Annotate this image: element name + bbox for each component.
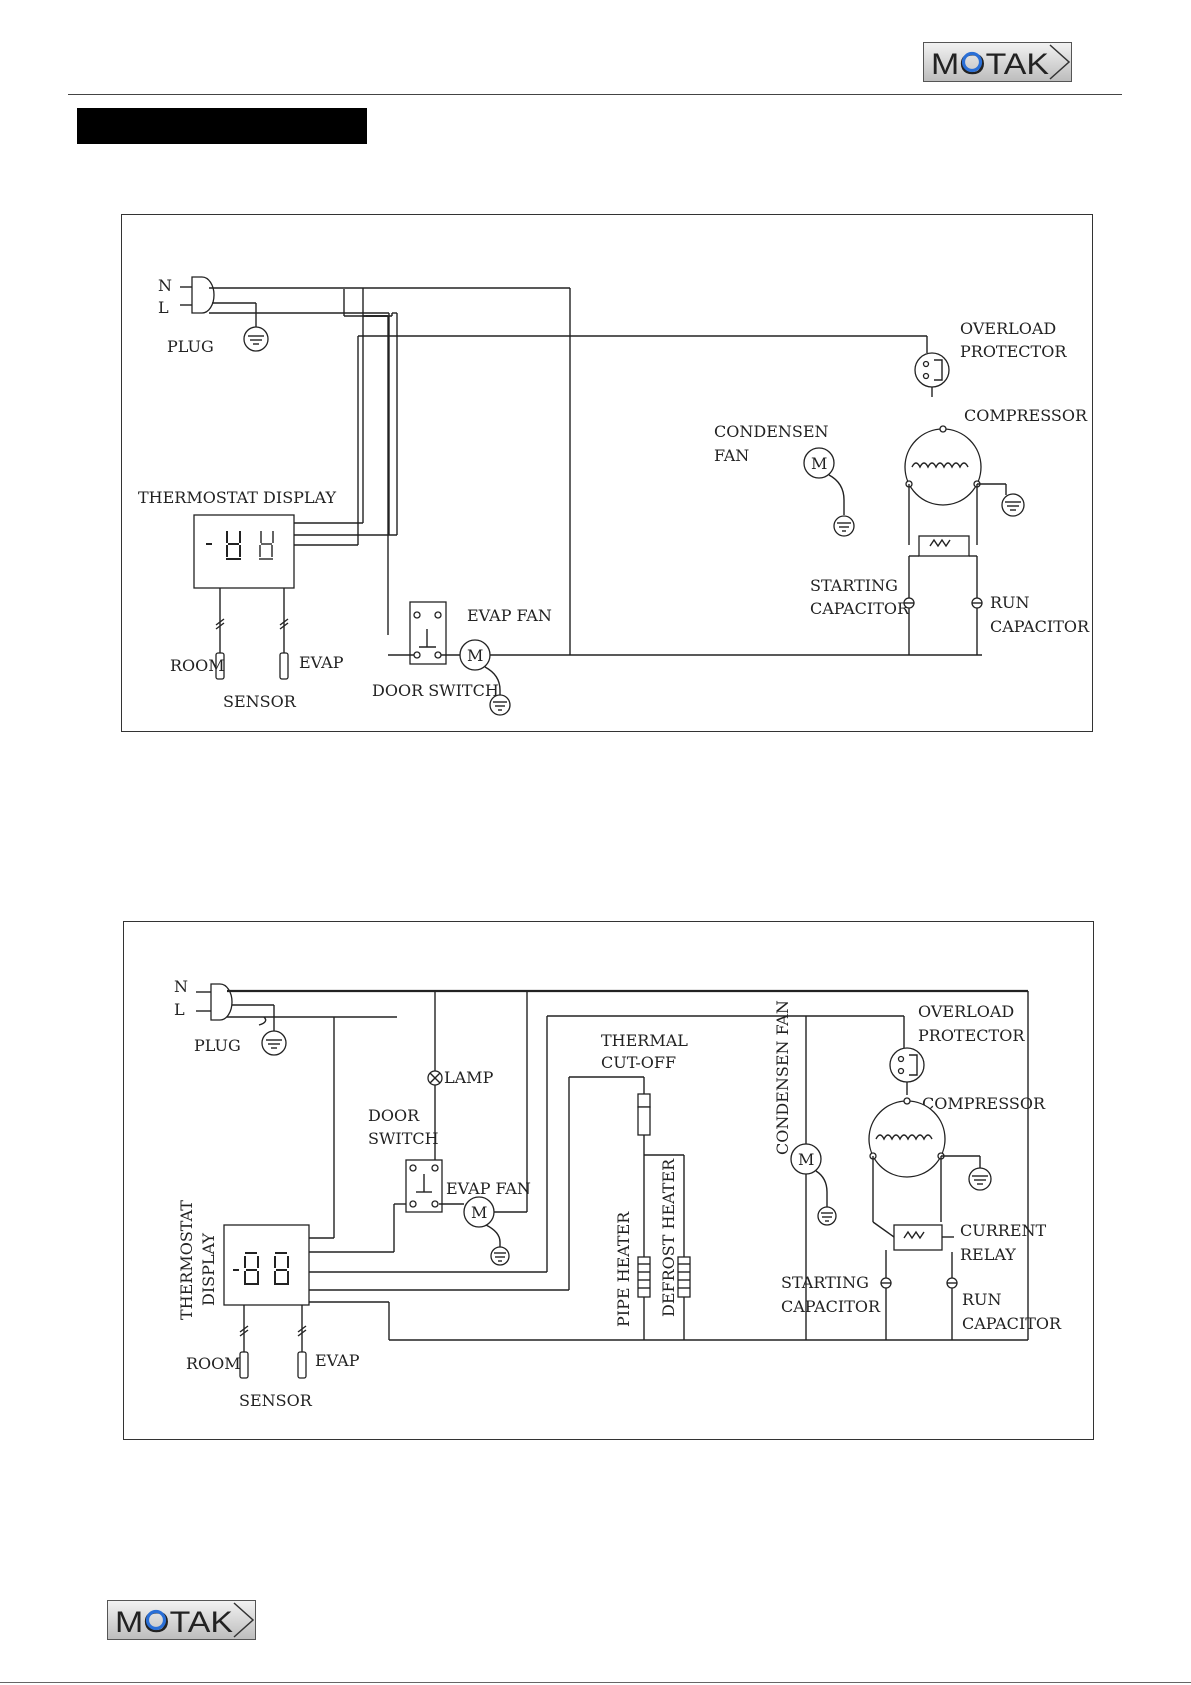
label-condensen: CONDENSEN: [714, 422, 829, 441]
label-overload: OVERLOAD: [960, 319, 1056, 338]
room-sensor-icon: [215, 652, 225, 680]
wiring-diagram-2: N L PLUG LAMP DOOR SWITCH EVAP FAN M THE…: [123, 921, 1094, 1440]
label-thermostat: THERMOSTAT: [177, 1200, 196, 1320]
label-protector: PROTECTOR: [918, 1026, 1025, 1045]
logo-text: MOTAK: [115, 1606, 233, 1639]
label-door: DOOR: [368, 1106, 420, 1125]
ground-icon: [489, 694, 511, 716]
plug-icon: [196, 983, 233, 1021]
footer-logo: MOTAK: [107, 1600, 256, 1640]
thermal-cutoff-fuse-icon: [637, 1093, 651, 1108]
evap-sensor-icon: [279, 652, 289, 680]
wiring-diagram-1: N L PLUG THERMOSTAT DISPLAY: [121, 214, 1093, 732]
pipe-heater-icon: [637, 1256, 651, 1298]
label-starting-capacitor: CAPACITOR: [781, 1297, 881, 1316]
current-relay-icon: [918, 535, 970, 557]
label-compressor: COMPRESSOR: [964, 406, 1088, 425]
label-l: L: [158, 298, 169, 317]
label-overload: OVERLOAD: [918, 1002, 1014, 1021]
label-starting: STARTING: [781, 1273, 869, 1292]
footer-rule: [0, 1682, 1191, 1683]
logo-ring-icon: [961, 51, 983, 73]
label-run: RUN: [962, 1290, 1002, 1309]
section-title-bar: [77, 108, 367, 144]
label-relay: RELAY: [960, 1245, 1016, 1264]
plug-icon: [180, 276, 215, 314]
ground-icon: [833, 515, 855, 537]
label-run-capacitor: CAPACITOR: [990, 617, 1090, 636]
label-switch: SWITCH: [368, 1129, 439, 1148]
label-defrost-heater: DEFROST HEATER: [659, 1158, 678, 1317]
label-compressor: COMPRESSOR: [922, 1094, 1046, 1113]
label-condensen-fan: CONDENSEN FAN: [773, 1000, 792, 1155]
label-plug: PLUG: [167, 337, 214, 356]
label-l: L: [174, 1000, 185, 1019]
current-relay-icon: [893, 1224, 943, 1251]
label-fan: FAN: [714, 446, 749, 465]
room-sensor-icon: [239, 1351, 249, 1379]
compressor-icon: [904, 428, 982, 506]
logo-ring-icon: [145, 1609, 167, 1631]
condenser-fan-motor-label: M: [811, 454, 827, 473]
ground-icon: [817, 1206, 837, 1226]
label-current: CURRENT: [960, 1221, 1047, 1240]
label-plug: PLUG: [194, 1036, 241, 1055]
logo-text-m: MOTAK: [931, 48, 1049, 81]
label-evap: EVAP: [299, 653, 344, 672]
seven-segment-icon: [233, 1252, 289, 1285]
label-door-switch: DOOR SWITCH: [372, 681, 499, 700]
label-room: ROOM: [186, 1354, 241, 1373]
evap-fan-motor-label: M: [471, 1203, 487, 1222]
label-thermostat-display: THERMOSTAT DISPLAY: [138, 488, 336, 507]
label-run-capacitor: CAPACITOR: [962, 1314, 1062, 1333]
label-lamp: LAMP: [444, 1068, 494, 1087]
header-logo: MOTAK: [923, 42, 1072, 82]
label-cut-off: CUT-OFF: [601, 1053, 676, 1072]
label-evap: EVAP: [315, 1351, 360, 1370]
label-sensor: SENSOR: [239, 1391, 313, 1410]
overload-protector-icon: [914, 352, 950, 388]
overload-protector-icon: [889, 1047, 925, 1083]
label-room: ROOM: [170, 656, 225, 675]
compressor-icon: [868, 1100, 946, 1178]
thermostat-display: [193, 514, 295, 589]
seven-segment-icon: [206, 531, 274, 560]
label-n: N: [158, 276, 172, 295]
label-display: DISPLAY: [199, 1233, 218, 1306]
label-starting: STARTING: [810, 576, 898, 595]
evap-sensor-icon: [297, 1351, 307, 1379]
ground-icon: [212, 302, 269, 352]
ground-icon: [968, 1167, 992, 1191]
ground-icon: [490, 1246, 510, 1266]
evap-fan-motor-label: M: [467, 646, 483, 665]
label-pipe-heater: PIPE HEATER: [614, 1211, 633, 1327]
label-evap-fan: EVAP FAN: [467, 606, 552, 625]
label-n: N: [174, 977, 188, 996]
label-sensor: SENSOR: [223, 692, 297, 711]
thermostat-display: [223, 1224, 310, 1306]
label-protector: PROTECTOR: [960, 342, 1067, 361]
ground-icon: [232, 1004, 287, 1056]
condenser-fan-motor-icon: [803, 447, 835, 479]
defrost-heater-icon: [677, 1256, 691, 1298]
ground-icon: [1001, 493, 1025, 517]
label-starting-capacitor: CAPACITOR: [810, 599, 910, 618]
condenser-fan-motor-label: M: [798, 1150, 814, 1169]
label-evap-fan: EVAP FAN: [446, 1179, 531, 1198]
label-run: RUN: [990, 593, 1030, 612]
header-rule: [68, 94, 1122, 95]
label-thermal: THERMAL: [601, 1031, 688, 1050]
